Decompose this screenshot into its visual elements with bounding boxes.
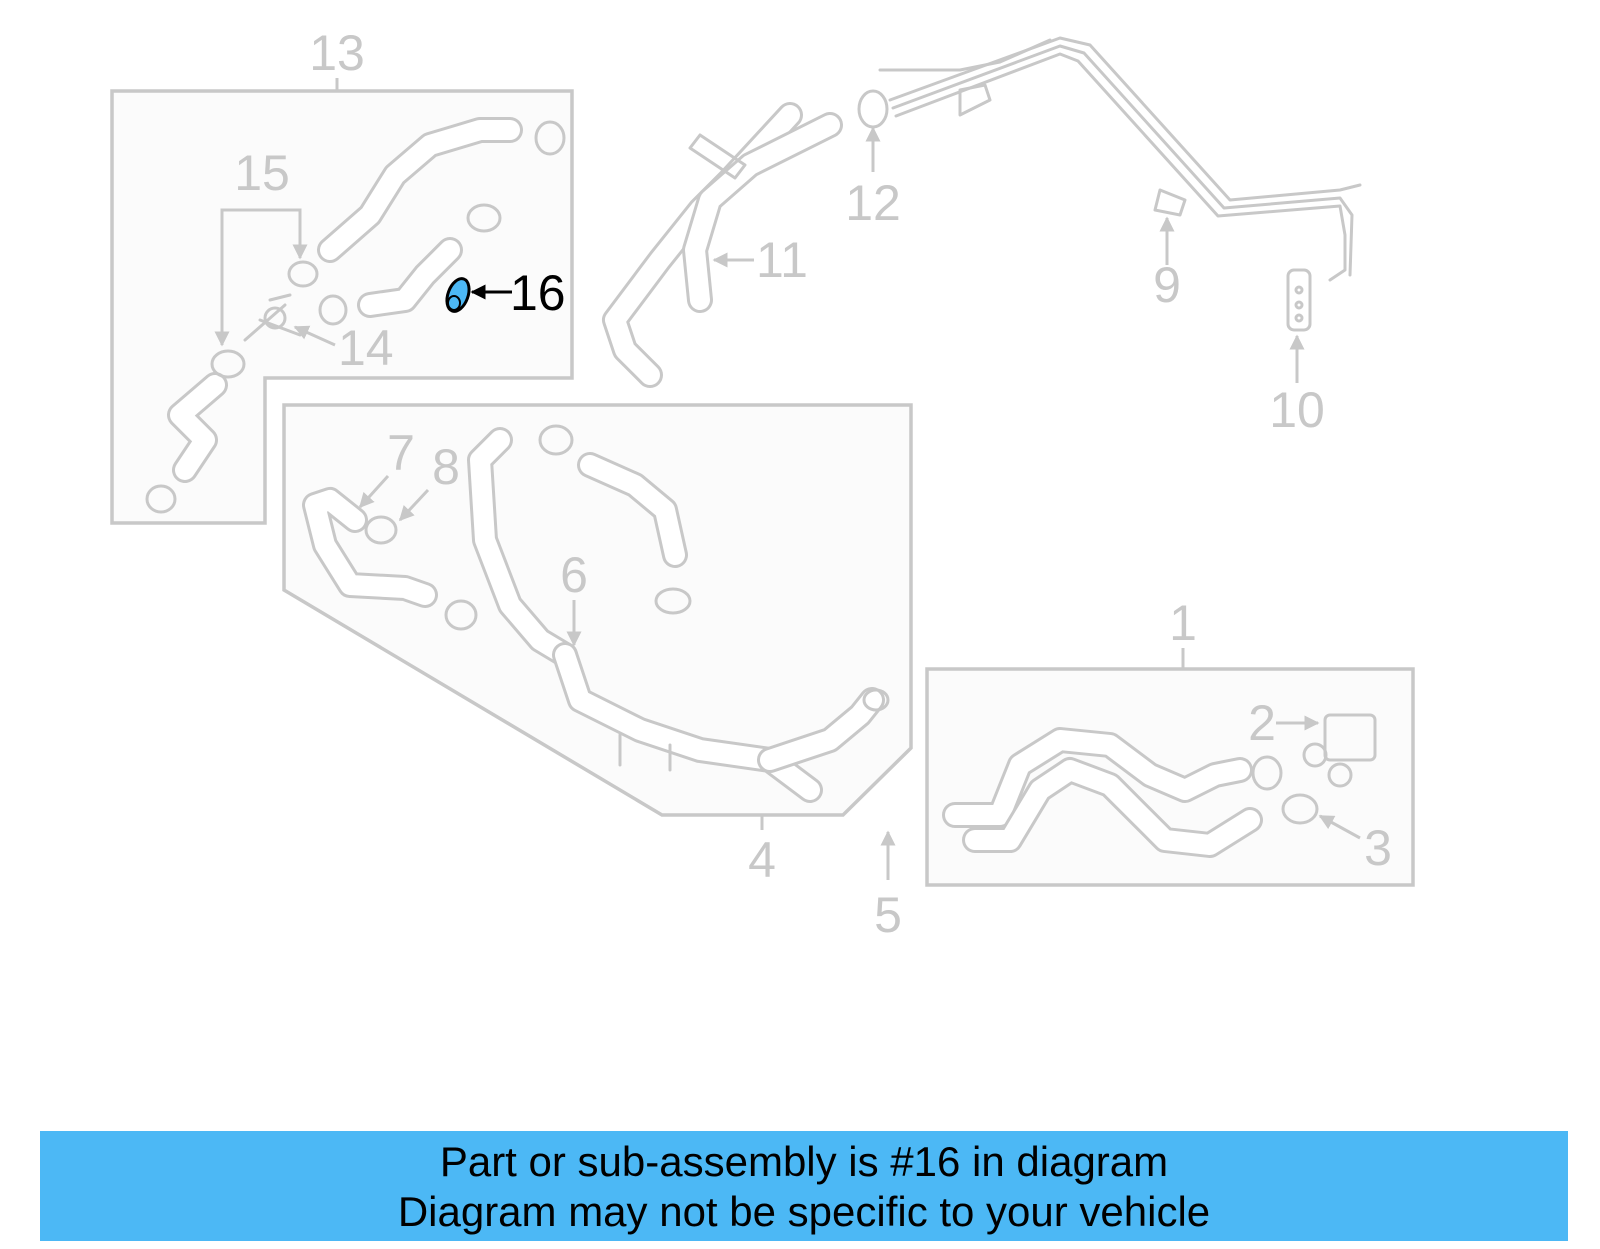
hose-1 (942, 727, 1263, 858)
callout-11: 11 (756, 232, 808, 288)
curved-hose-4 (577, 452, 688, 568)
callout-5: 5 (874, 887, 902, 943)
callout-12: 12 (845, 175, 901, 231)
upper-hose-13 (317, 117, 523, 263)
clamps-13 (145, 120, 566, 514)
pipe-11 (602, 102, 843, 388)
banner-line-2: Diagram may not be specific to your vehi… (397, 1188, 1211, 1235)
tee-fitting-14 (243, 293, 302, 342)
info-banner: Part or sub-assembly is #16 in diagram D… (40, 1131, 1568, 1241)
banner-line-1: Part or sub-assembly is #16 in diagram (439, 1138, 1169, 1185)
clamps-1 (1251, 755, 1319, 825)
pipe-bundle-9 (878, 36, 1362, 282)
callout-8: 8 (432, 439, 460, 495)
parts-diagram: 13 15 14 16 7 8 6 4 5 11 12 9 10 1 2 3 (110, 25, 1415, 943)
clamps-4 (364, 424, 890, 712)
connector-2 (1302, 713, 1377, 788)
callout-4: 4 (748, 832, 776, 888)
callout-7: 7 (387, 425, 415, 481)
callout-3: 3 (1364, 820, 1392, 876)
callout-16[interactable]: 16 (510, 265, 566, 321)
assembly-4-box (282, 403, 913, 830)
callout-15: 15 (234, 145, 290, 201)
hose-7 (302, 487, 438, 608)
callout-6: 6 (560, 547, 588, 603)
callout-13: 13 (309, 25, 365, 81)
part-16-highlight[interactable] (443, 276, 473, 315)
small-hose-13 (357, 237, 463, 318)
callout-1: 1 (1169, 595, 1197, 651)
bracket-10 (1286, 268, 1312, 332)
callout-10: 10 (1269, 382, 1325, 438)
leader-lines (214, 126, 1361, 880)
callout-14: 14 (338, 320, 394, 376)
assembly-13-box (110, 78, 574, 525)
callout-2: 2 (1248, 695, 1276, 751)
lower-hose-13 (167, 372, 228, 483)
callout-9: 9 (1153, 257, 1181, 313)
long-hose-4 (467, 427, 578, 668)
clamp-12 (857, 89, 889, 129)
